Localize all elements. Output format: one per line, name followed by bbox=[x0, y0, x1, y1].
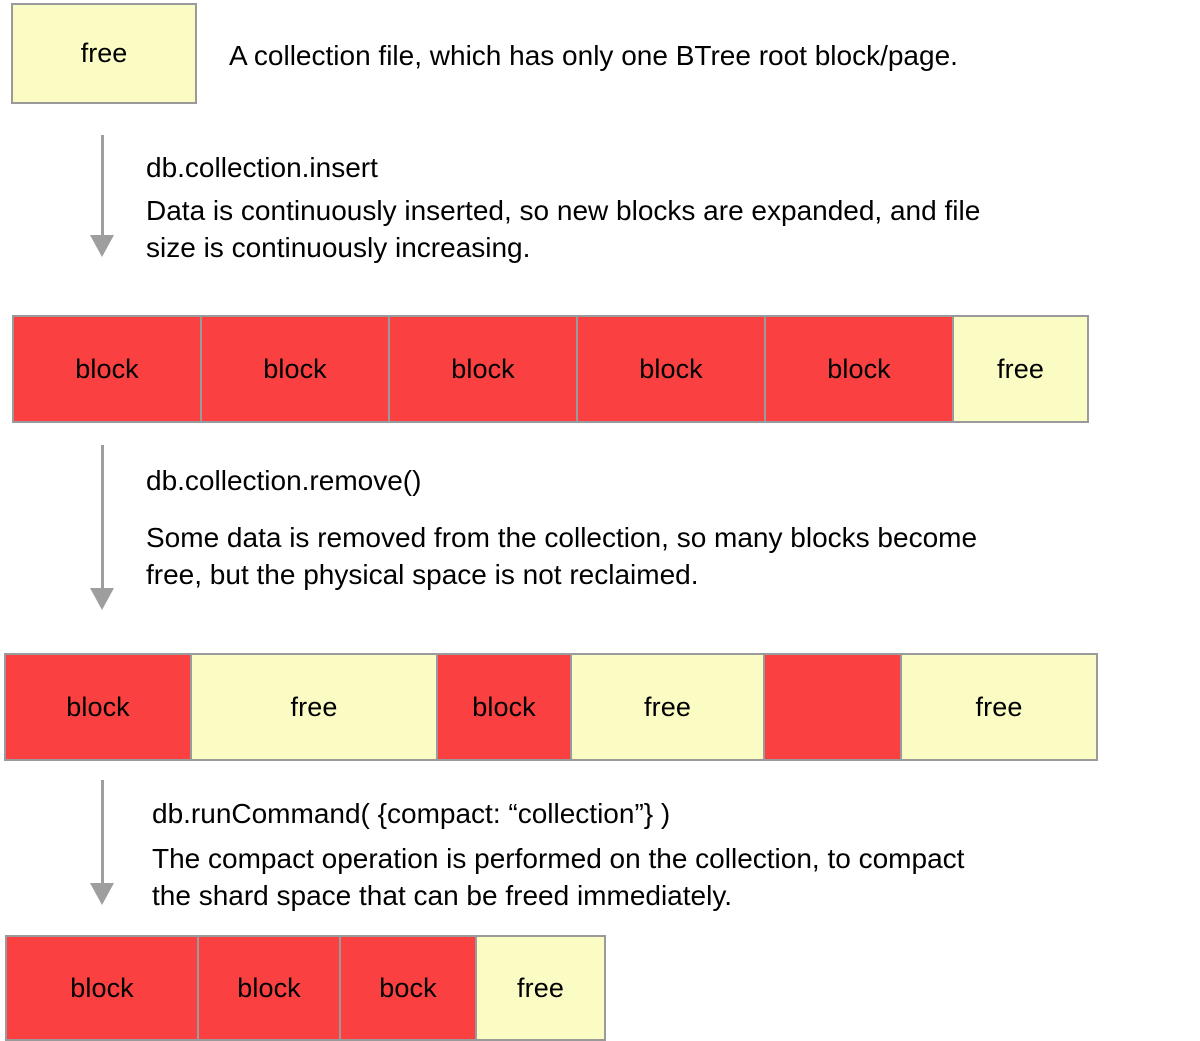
flow-arrow-1 bbox=[88, 135, 118, 257]
flow-arrow-3 bbox=[88, 780, 118, 905]
step-2-text: db.collection.remove() Some data is remo… bbox=[146, 463, 977, 594]
collection-file-free-box: free bbox=[11, 3, 197, 104]
step-2-command: db.collection.remove() bbox=[146, 465, 422, 496]
bar-segment: block bbox=[436, 653, 572, 761]
step-1-text: db.collection.insert Data is continuousl… bbox=[146, 150, 980, 267]
bar-segment: block bbox=[764, 315, 954, 423]
bar-after-compact: block block bock free bbox=[5, 935, 606, 1041]
bar-segment: block bbox=[576, 315, 766, 423]
segment-label: block bbox=[75, 353, 139, 384]
segment-label: free bbox=[517, 972, 564, 1003]
bar-segment: free bbox=[952, 315, 1089, 423]
step-1-description-line-1: Data is continuously inserted, so new bl… bbox=[146, 195, 981, 226]
arrow-shaft bbox=[101, 780, 104, 883]
bar-segment: bock bbox=[339, 935, 477, 1041]
segment-label: block bbox=[639, 353, 703, 384]
arrow-shaft bbox=[101, 135, 104, 235]
bar-segment: block bbox=[12, 315, 202, 423]
segment-label: free bbox=[644, 691, 691, 722]
bar-after-insert: block block block block block free bbox=[12, 315, 1089, 423]
segment-label: block bbox=[263, 353, 327, 384]
segment-label: block bbox=[827, 353, 891, 384]
arrow-head bbox=[90, 883, 114, 905]
segment-label: free bbox=[290, 691, 338, 722]
segment-label: free bbox=[975, 691, 1023, 722]
bar-segment: block bbox=[200, 315, 390, 423]
step-2-description-line-2: free, but the physical space is not recl… bbox=[146, 558, 699, 590]
intro-caption: A collection file, which has only one BT… bbox=[229, 40, 958, 71]
bar-segment: block bbox=[388, 315, 578, 423]
bar-segment: block bbox=[197, 935, 341, 1041]
step-2-description-line-1: Some data is removed from the collection… bbox=[146, 522, 978, 553]
bar-segment: block bbox=[5, 935, 199, 1041]
segment-label: block bbox=[70, 972, 134, 1003]
bar-after-remove: block free block free free bbox=[4, 653, 1098, 761]
step-3-description-line-2: the shard space that can be freed immedi… bbox=[152, 879, 733, 911]
step-1-command: db.collection.insert bbox=[146, 152, 378, 183]
segment-label: free bbox=[997, 353, 1044, 384]
bar-segment: free bbox=[570, 653, 765, 761]
step-1-description: Data is continuously inserted, so new bl… bbox=[146, 193, 980, 267]
arrow-shaft bbox=[101, 445, 104, 588]
step-3-description: The compact operation is performed on th… bbox=[152, 841, 964, 915]
step-3-description-line-1: The compact operation is performed on th… bbox=[152, 843, 965, 874]
step-3-command: db.runCommand( {compact: “collection”} ) bbox=[152, 798, 671, 829]
bar-segment bbox=[763, 653, 902, 761]
bar-segment: free bbox=[900, 653, 1098, 761]
bar-segment: free bbox=[475, 935, 606, 1041]
arrow-head bbox=[90, 588, 114, 610]
segment-label: bock bbox=[379, 972, 437, 1003]
segment-label: block bbox=[451, 353, 515, 384]
free-box-label: free bbox=[80, 38, 128, 68]
flow-arrow-2 bbox=[88, 445, 118, 610]
arrow-head bbox=[90, 235, 114, 257]
segment-label: block bbox=[472, 691, 536, 722]
step-1-description-line-2: size is continuously increasing. bbox=[146, 231, 531, 263]
bar-segment: free bbox=[190, 653, 438, 761]
bar-segment: block bbox=[4, 653, 192, 761]
step-2-description: Some data is removed from the collection… bbox=[146, 520, 977, 594]
segment-label: block bbox=[237, 972, 301, 1003]
step-3-text: db.runCommand( {compact: “collection”} )… bbox=[152, 796, 964, 915]
segment-label: block bbox=[66, 691, 130, 722]
